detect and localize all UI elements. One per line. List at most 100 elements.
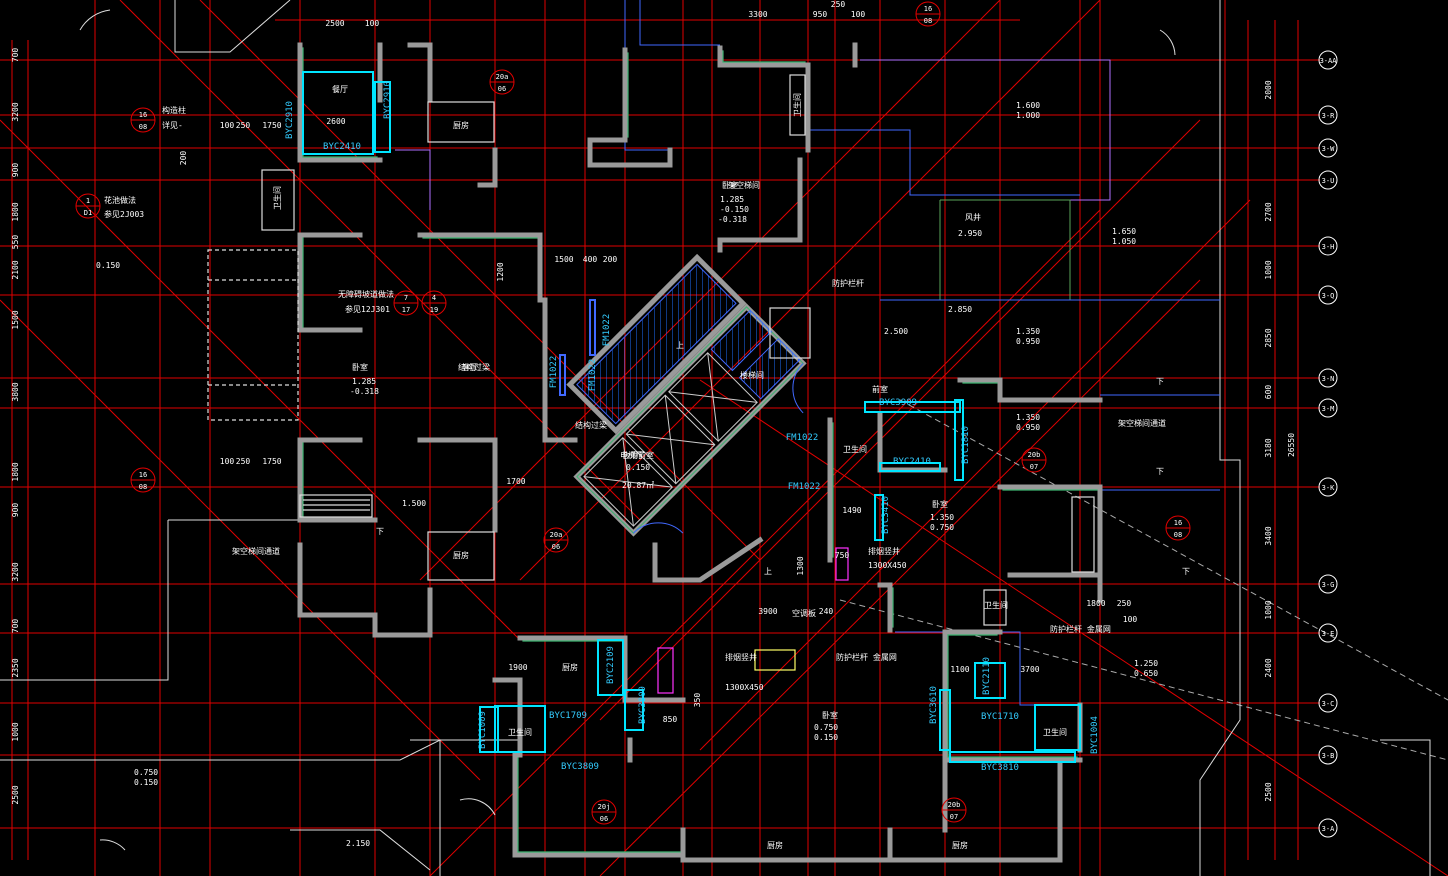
note: 1.250 <box>1134 659 1158 668</box>
note: 1.350 <box>1016 327 1040 336</box>
note: 1.650 <box>1112 227 1136 236</box>
bubble-bottom: 17 <box>402 306 410 314</box>
note: 0.750 <box>134 768 158 777</box>
dim-text: 1300 <box>796 556 805 575</box>
note: 1.000 <box>1016 111 1040 120</box>
dim-text: 700 <box>11 48 20 63</box>
dim-text: 100 <box>220 121 235 130</box>
note: 空调板 <box>792 608 816 618</box>
window-tag: BYC1004 <box>1090 716 1100 754</box>
note: -0.318 <box>350 387 379 396</box>
note: 风井 <box>965 212 981 222</box>
bubble-bottom: 07 <box>950 813 958 821</box>
dim-text: 100 <box>220 457 235 466</box>
room-label: 客厅 <box>462 362 478 372</box>
axis-label: 3-B <box>1322 752 1335 760</box>
bubble-bottom: D1 <box>84 209 92 217</box>
bubble-bottom: 08 <box>139 123 147 131</box>
dim-text: 100 <box>365 19 380 28</box>
bubble-top: 20b <box>948 801 961 809</box>
dim-text: 200 <box>179 151 188 166</box>
note: 无障碍坡道做法 <box>338 289 394 299</box>
dim-text: 3180 <box>1264 438 1273 457</box>
window-tag: BYC2110 <box>982 657 992 695</box>
window-tag: BYC2910 <box>383 81 393 119</box>
door-tag: FM1022 <box>588 359 598 392</box>
bubble-bottom: 06 <box>498 85 506 93</box>
door-tag: FM1022 <box>786 433 819 443</box>
dim-text: 1750 <box>262 121 281 130</box>
room-label: 卧室 <box>822 710 838 720</box>
room-label: 前室 <box>872 384 888 394</box>
axis-grid <box>0 0 1320 876</box>
bubble-top: 16 <box>1174 519 1182 527</box>
bubble-top: 4 <box>432 294 436 302</box>
axis-label: 3-H <box>1322 243 1335 251</box>
note: 0.150 <box>134 778 158 787</box>
door-tag: FM1022 <box>602 314 612 347</box>
bubble-bottom: 08 <box>924 17 932 25</box>
note: 1.600 <box>1016 101 1040 110</box>
room-label: 卫生间 <box>508 727 532 737</box>
note: 1.350 <box>930 513 954 522</box>
note: 下 <box>1156 467 1164 476</box>
dim-text: 1000 <box>1264 260 1273 279</box>
note: 1.285 <box>720 195 744 204</box>
bubble-bottom: 08 <box>1174 531 1182 539</box>
dim-text: 3900 <box>758 607 777 616</box>
dim-text: 2000 <box>1264 80 1273 99</box>
axis-label: 3-M <box>1322 405 1335 413</box>
note: 0.650 <box>1134 669 1158 678</box>
note: 1300X450 <box>725 683 764 692</box>
axis-label: 3-AA <box>1320 57 1338 65</box>
note: 防护栏杆 金属网 <box>836 652 897 662</box>
dim-text: 2500 <box>11 785 20 804</box>
bubble-top: 16 <box>139 111 147 119</box>
note: 架空梯间通道 <box>1118 418 1166 428</box>
dim-text: 2600 <box>326 117 345 126</box>
bubble-top: 16 <box>139 471 147 479</box>
dim-text: 240 <box>819 607 834 616</box>
room-label: 厨房 <box>952 840 968 850</box>
note: 结构过梁 <box>575 420 607 430</box>
note: 架空梯间 <box>728 180 760 190</box>
note: 下 <box>1182 567 1190 576</box>
dim-text: 550 <box>11 235 20 250</box>
axis-label: 3-C <box>1322 700 1335 708</box>
details <box>207 74 1095 694</box>
dim-text: 1750 <box>262 457 281 466</box>
window-tag: BYC3809 <box>561 762 599 772</box>
dim-text: 1800 <box>11 462 20 481</box>
dim-text: 3700 <box>1020 665 1039 674</box>
window-tag: BYC3610 <box>929 686 939 724</box>
window-tag: BYC3410 <box>881 496 891 534</box>
dim-text: 2500 <box>1264 782 1273 801</box>
right-dimensions: 2000 2700 1000 2850 600 3180 3400 1000 2… <box>1264 80 1296 801</box>
dim-text: 200 <box>603 255 618 264</box>
bubble-top: 1 <box>86 197 90 205</box>
axis-label: 3-A <box>1322 825 1335 833</box>
window-tag: BYC1709 <box>549 711 587 721</box>
axis-label: 3-R <box>1322 112 1335 120</box>
dim-text: 600 <box>1264 385 1273 400</box>
note: 0.750 <box>930 523 954 532</box>
dim-text: 100 <box>1123 615 1138 624</box>
dim-text: 2400 <box>1264 658 1273 677</box>
dim-text: 1900 <box>508 663 527 672</box>
dim-text: 2500 <box>325 19 344 28</box>
misc-dimensions: 1500 400 200 1200 1700 1490 750 1300 390… <box>179 117 1137 724</box>
note: 结构过梁 <box>458 362 490 372</box>
note: 上 <box>676 341 684 350</box>
dim-text: 2100 <box>11 260 20 279</box>
room-label: 卧室 <box>722 180 738 190</box>
dim-text: 1500 <box>554 255 573 264</box>
stair-core[interactable] <box>527 253 828 558</box>
dim-text: 250 <box>831 0 846 9</box>
bubble-bottom: 19 <box>430 306 438 314</box>
note: 0.950 <box>1016 423 1040 432</box>
axis-bubbles: 3-AA 3-R 3-W 3-U 3-H 3-Q 3-N 3-M 3-K 3-G… <box>1318 50 1338 838</box>
note: 排烟竖井 <box>868 546 900 556</box>
dim-text: 700 <box>11 619 20 634</box>
note: 20.87㎡ <box>622 481 654 490</box>
